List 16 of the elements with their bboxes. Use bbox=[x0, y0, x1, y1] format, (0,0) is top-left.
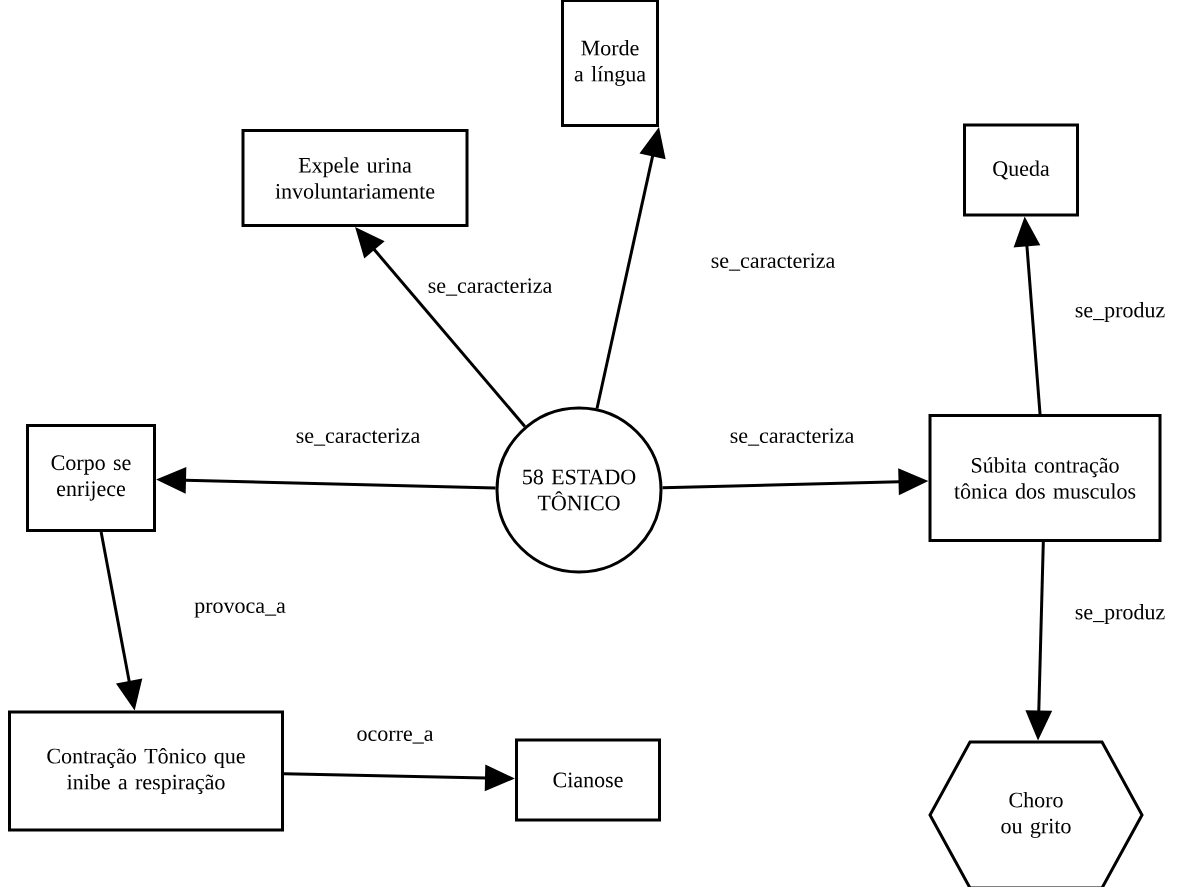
concept-box: Cianose bbox=[515, 738, 661, 822]
outcome-hexagon: Choro ou grito bbox=[928, 740, 1144, 887]
concept-box: Expele urina involuntariamente bbox=[241, 129, 469, 227]
edge-label: se_caracteriza bbox=[708, 251, 838, 273]
edge-label: se_caracteriza bbox=[727, 426, 857, 448]
edge-label: se_caracteriza bbox=[425, 276, 555, 298]
concept-box: Queda bbox=[963, 123, 1079, 217]
concept-box: Súbita contração tônica dos musculos bbox=[928, 414, 1162, 542]
edge-label: ocorre_a bbox=[354, 728, 436, 746]
concept-box: Corpo se enrijece bbox=[26, 424, 156, 532]
edge-label: se_produz bbox=[1072, 602, 1168, 626]
edge-label: se_produz bbox=[1072, 300, 1168, 324]
edge-label: provoca_a bbox=[192, 600, 288, 620]
concept-box: Morde a língua bbox=[561, 0, 659, 127]
edge-label: se_caracteriza bbox=[293, 426, 423, 448]
concept-box: Contração Tônico que inibe a respiração bbox=[8, 710, 284, 832]
